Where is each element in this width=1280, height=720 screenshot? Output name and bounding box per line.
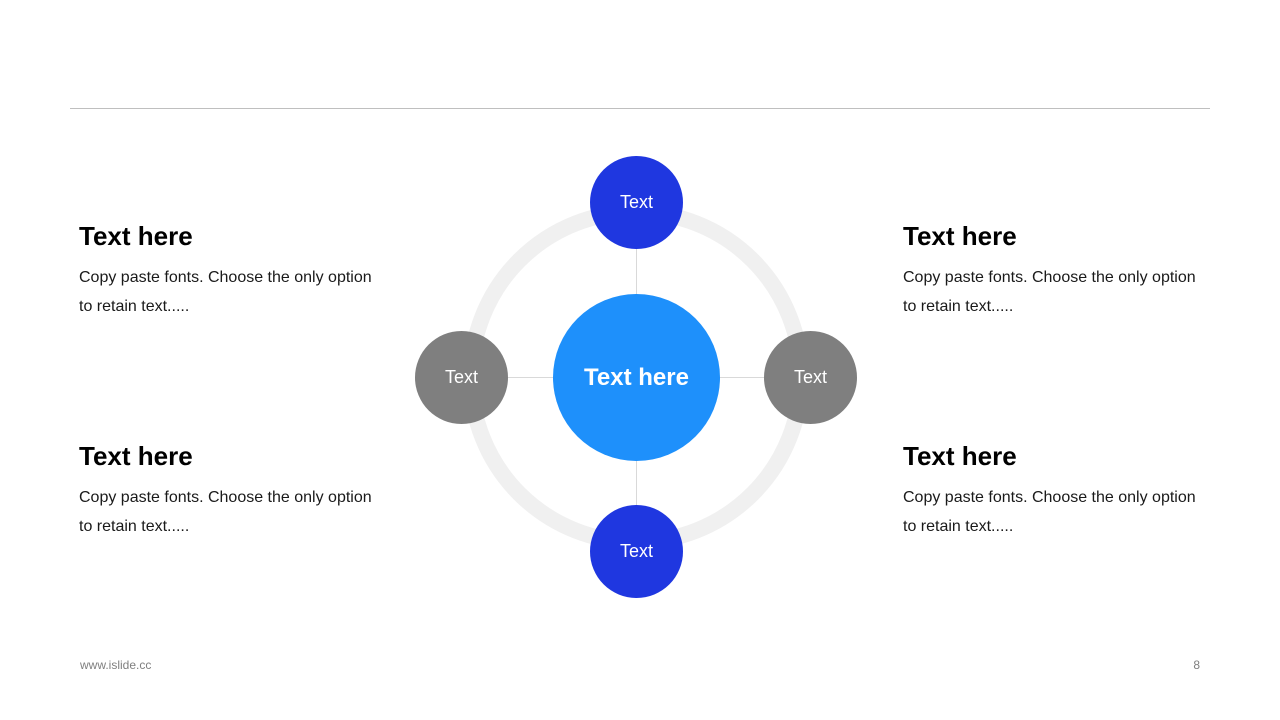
block-heading: Text here bbox=[79, 221, 193, 251]
block-body: Copy paste fonts. Choose the only option… bbox=[79, 263, 399, 321]
text-block-bottom-left: Text here Copy paste fonts. Choose the o… bbox=[79, 441, 399, 541]
block-heading: Text here bbox=[903, 221, 1017, 251]
page-number: 8 bbox=[1193, 658, 1200, 672]
node-right: Text bbox=[764, 331, 857, 424]
block-body-line1: Copy paste fonts. Choose the only option bbox=[903, 489, 1196, 506]
block-body-line2: to retain text..... bbox=[79, 298, 190, 315]
node-left-label: Text bbox=[444, 367, 478, 387]
node-bottom: Text bbox=[590, 505, 683, 598]
block-body-line2: to retain text..... bbox=[79, 518, 190, 535]
block-body-line1: Copy paste fonts. Choose the only option bbox=[79, 269, 372, 286]
node-right-label: Text bbox=[793, 367, 827, 387]
node-bottom-label: Text bbox=[619, 541, 653, 561]
text-block-top-left: Text here Copy paste fonts. Choose the o… bbox=[79, 221, 399, 321]
block-body: Copy paste fonts. Choose the only option… bbox=[903, 263, 1223, 321]
top-divider bbox=[70, 108, 1210, 109]
text-block-bottom-right: Text here Copy paste fonts. Choose the o… bbox=[903, 441, 1223, 541]
block-body-line1: Copy paste fonts. Choose the only option bbox=[79, 489, 372, 506]
block-heading: Text here bbox=[903, 441, 1017, 471]
block-body: Copy paste fonts. Choose the only option… bbox=[903, 483, 1223, 541]
node-top: Text bbox=[590, 156, 683, 249]
text-block-top-right: Text here Copy paste fonts. Choose the o… bbox=[903, 221, 1223, 321]
block-body: Copy paste fonts. Choose the only option… bbox=[79, 483, 399, 541]
node-top-label: Text bbox=[619, 192, 653, 212]
block-body-line2: to retain text..... bbox=[903, 298, 1014, 315]
node-center-label: Text here bbox=[584, 363, 689, 391]
node-left: Text bbox=[415, 331, 508, 424]
block-body-line1: Copy paste fonts. Choose the only option bbox=[903, 269, 1196, 286]
block-body-line2: to retain text..... bbox=[903, 518, 1014, 535]
node-center: Text here bbox=[553, 294, 720, 461]
block-heading: Text here bbox=[79, 441, 193, 471]
footer-url: www.islide.cc bbox=[80, 658, 152, 672]
